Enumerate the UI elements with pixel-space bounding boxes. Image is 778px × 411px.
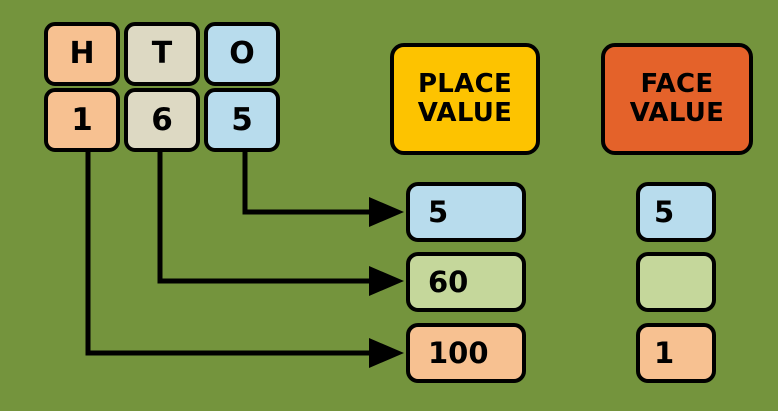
column-header-ones-label: O bbox=[229, 36, 255, 72]
place-value-hundreds-label: 100 bbox=[428, 335, 489, 370]
column-header-hundreds-label: H bbox=[69, 36, 95, 72]
column-header-tens-label: T bbox=[151, 36, 173, 72]
face-value-box-tens bbox=[636, 252, 716, 312]
face-value-heading: FACE VALUE bbox=[601, 43, 753, 155]
place-value-box-tens: 60 bbox=[406, 252, 526, 312]
place-value-ones-label: 5 bbox=[428, 194, 449, 229]
digit-tens: 6 bbox=[124, 88, 200, 152]
face-value-box-hundreds: 1 bbox=[636, 323, 716, 383]
digit-hundreds: 1 bbox=[44, 88, 120, 152]
face-value-hundreds-label: 1 bbox=[654, 335, 675, 370]
face-value-box-ones: 5 bbox=[636, 182, 716, 242]
face-value-ones-label: 5 bbox=[654, 194, 675, 229]
column-header-ones: O bbox=[204, 22, 280, 86]
place-value-heading-line2: VALUE bbox=[417, 98, 513, 128]
place-value-box-ones: 5 bbox=[406, 182, 526, 242]
digit-hundreds-label: 1 bbox=[71, 101, 93, 138]
digit-ones-label: 5 bbox=[231, 101, 253, 138]
face-value-heading-line1: FACE bbox=[640, 68, 714, 99]
column-header-tens: T bbox=[124, 22, 200, 86]
column-header-hundreds: H bbox=[44, 22, 120, 86]
digit-ones: 5 bbox=[204, 88, 280, 152]
face-value-heading-line2: VALUE bbox=[629, 98, 725, 128]
digit-tens-label: 6 bbox=[151, 101, 173, 138]
place-value-box-hundreds: 100 bbox=[406, 323, 526, 383]
place-value-heading-line1: PLACE bbox=[417, 68, 513, 99]
place-value-heading: PLACE VALUE bbox=[390, 43, 540, 155]
place-value-tens-label: 60 bbox=[428, 264, 469, 299]
